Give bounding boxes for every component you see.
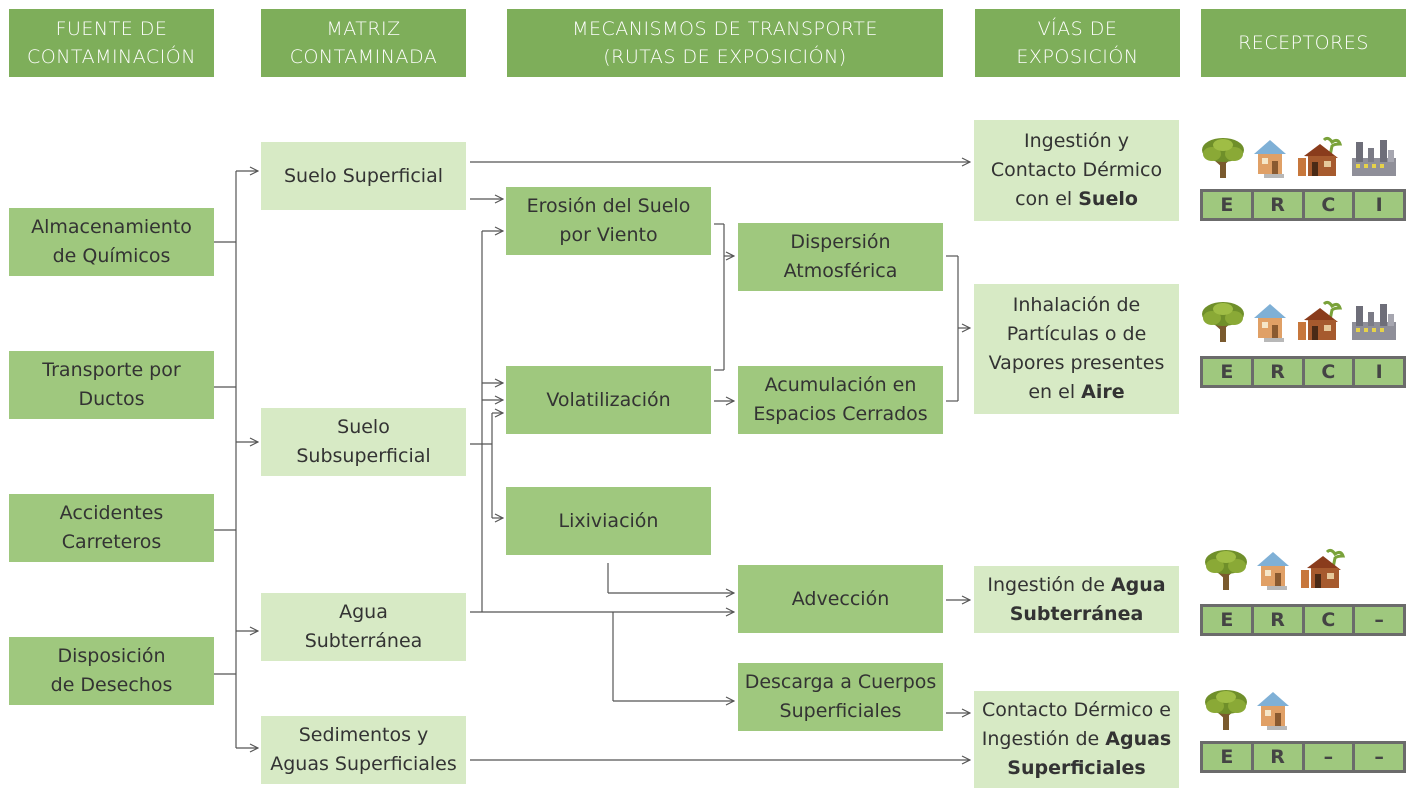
industry-icon bbox=[1348, 136, 1398, 180]
receptor-code: E bbox=[1203, 192, 1251, 218]
header-routes: VÍAS DE EXPOSICIÓN bbox=[975, 9, 1180, 77]
mechanism-leaching: Lixiviación bbox=[506, 487, 711, 555]
receptor-code: C bbox=[1304, 192, 1353, 218]
house-icon bbox=[1250, 136, 1290, 180]
receptor-code: E bbox=[1203, 607, 1251, 633]
house-icon bbox=[1253, 688, 1293, 732]
farm-icon bbox=[1294, 300, 1344, 344]
receptor-icons-soil bbox=[1200, 130, 1398, 180]
header-receptors: RECEPTORES bbox=[1201, 9, 1406, 77]
receptor-code: R bbox=[1253, 192, 1302, 218]
receptor-code: R bbox=[1253, 607, 1302, 633]
source-chemical-storage: Almacenamiento de Químicos bbox=[9, 208, 214, 276]
receptor-code: – bbox=[1355, 607, 1403, 633]
industry-icon bbox=[1348, 300, 1398, 344]
receptor-icons-air bbox=[1200, 294, 1398, 344]
source-pipeline-transport: Transporte por Ductos bbox=[9, 351, 214, 419]
receptor-code: E bbox=[1203, 744, 1251, 770]
mechanism-surface-discharge: Descarga a Cuerpos Superficiales bbox=[738, 663, 943, 731]
matrix-sediments-surface-water: Sedimentos y Aguas Superficiales bbox=[261, 716, 466, 784]
mechanism-indoor-accumulation: Acumulación en Espacios Cerrados bbox=[738, 366, 943, 434]
farm-icon bbox=[1294, 136, 1344, 180]
receptor-code: R bbox=[1253, 744, 1302, 770]
mechanism-atmospheric-dispersion: Dispersión Atmosférica bbox=[738, 223, 943, 291]
header-mechanisms: MECANISMOS DE TRANSPORTE (RUTAS DE EXPOS… bbox=[507, 9, 943, 77]
header-source: FUENTE DE CONTAMINACIÓN bbox=[9, 9, 214, 77]
source-road-accidents: Accidentes Carreteros bbox=[9, 494, 214, 562]
receptor-code: – bbox=[1355, 744, 1403, 770]
receptor-code: I bbox=[1355, 192, 1403, 218]
house-icon bbox=[1253, 548, 1293, 592]
tree-icon bbox=[1203, 548, 1249, 592]
receptor-code: I bbox=[1355, 359, 1403, 385]
matrix-surface-soil: Suelo Superficial bbox=[261, 142, 466, 210]
farm-icon bbox=[1297, 548, 1347, 592]
receptor-code: C bbox=[1304, 359, 1353, 385]
mechanism-advection: Advección bbox=[738, 565, 943, 633]
tree-icon bbox=[1203, 688, 1249, 732]
receptor-code: E bbox=[1203, 359, 1251, 385]
receptor-code: – bbox=[1304, 744, 1353, 770]
tree-icon bbox=[1200, 300, 1246, 344]
receptor-icons-groundwater bbox=[1203, 542, 1347, 592]
mechanism-wind-erosion: Erosión del Suelo por Viento bbox=[506, 187, 711, 255]
tree-icon bbox=[1200, 136, 1246, 180]
route-groundwater: Ingestión de Agua Subterránea bbox=[974, 566, 1179, 633]
matrix-subsurface-soil: Suelo Subsuperficial bbox=[261, 408, 466, 476]
source-waste-disposal: Disposición de Desechos bbox=[9, 637, 214, 705]
matrix-groundwater: Agua Subterránea bbox=[261, 593, 466, 661]
route-soil: Ingestión y Contacto Dérmico con el Suel… bbox=[974, 120, 1179, 221]
house-icon bbox=[1250, 300, 1290, 344]
receptor-code: C bbox=[1304, 607, 1353, 633]
route-air: Inhalación de Partículas o de Vapores pr… bbox=[974, 284, 1179, 414]
receptor-code: R bbox=[1253, 359, 1302, 385]
header-matrix: MATRIZ CONTAMINADA bbox=[261, 9, 466, 77]
mechanism-volatilization: Volatilización bbox=[506, 366, 711, 434]
route-surface-water: Contacto Dérmico e Ingestión de Aguas Su… bbox=[974, 691, 1179, 788]
receptor-icons-surface-water bbox=[1203, 682, 1293, 732]
